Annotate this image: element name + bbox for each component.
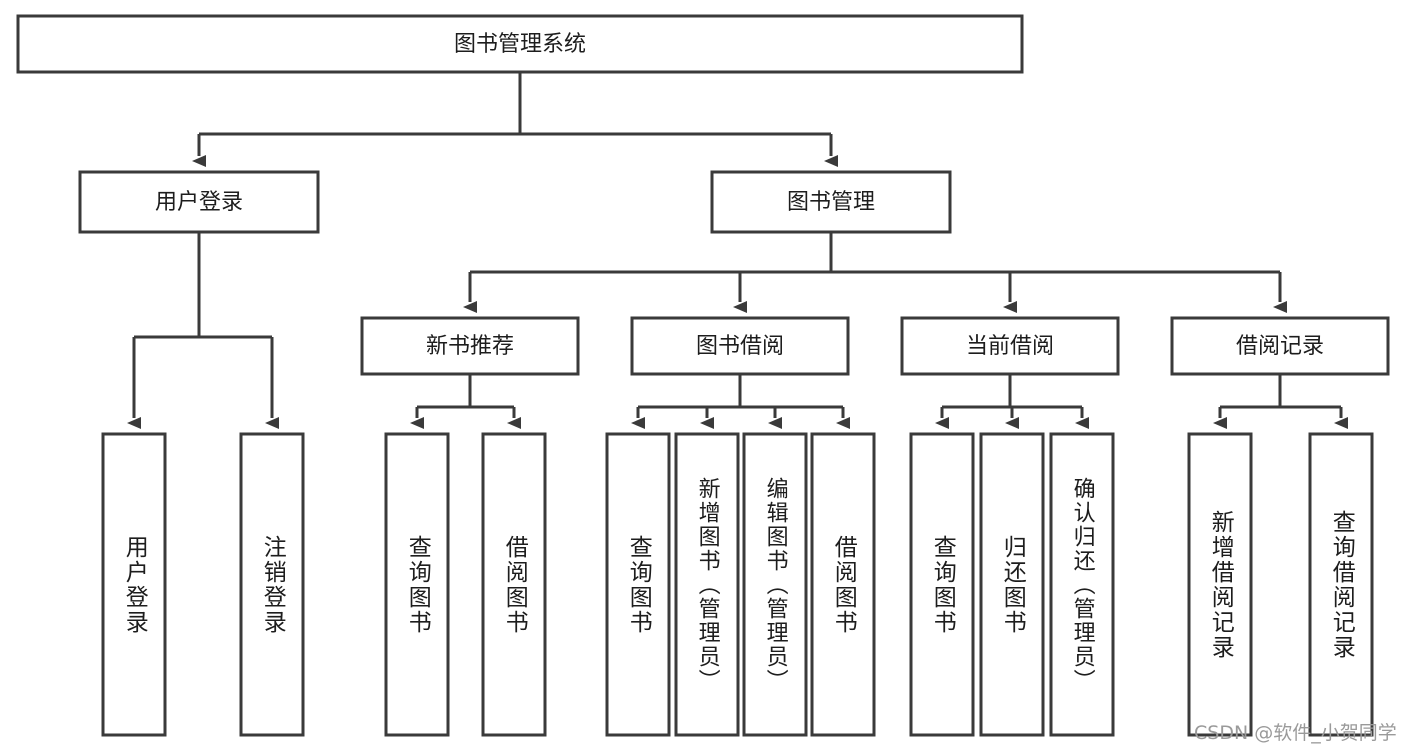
node-book-management[interactable]: 图书管理 [710, 170, 952, 234]
leaf-box-return-book[interactable] [979, 432, 1045, 737]
node-book-borrow-label: 图书借阅 [696, 334, 784, 359]
leaf-box-add-record[interactable] [1187, 432, 1253, 737]
node-new-book-recommend-label: 新书推荐 [426, 334, 514, 359]
node-current-borrow[interactable]: 当前借阅 [900, 316, 1120, 376]
leaf-box-user-login[interactable] [101, 432, 167, 737]
leaf-box-query-record[interactable] [1308, 432, 1374, 737]
node-user-login-box [78, 170, 320, 234]
node-user-login[interactable]: 用户登录 [78, 170, 320, 234]
leaf-box-logout[interactable] [239, 432, 305, 737]
csdn-watermark: CSDN @软件_小贺同学 [1194, 722, 1397, 744]
node-root[interactable]: 图书管理系统 [16, 14, 1024, 74]
node-current-borrow-label: 当前借阅 [966, 334, 1054, 359]
leaf-box-edit-book-admin[interactable] [742, 432, 808, 737]
node-book-borrow[interactable]: 图书借阅 [630, 316, 850, 376]
connector-layer [127, 72, 1348, 429]
leaf-box-add-book-admin[interactable] [674, 432, 740, 737]
node-new-book-recommend[interactable]: 新书推荐 [360, 316, 580, 376]
node-user-login-label: 用户登录 [155, 190, 243, 215]
node-root-label: 图书管理系统 [454, 32, 586, 57]
node-book-management-label: 图书管理 [787, 190, 875, 215]
node-current-borrow-box [900, 316, 1120, 376]
node-new-book-recommend-box [360, 316, 580, 376]
node-book-borrow-box [630, 316, 850, 376]
leaf-box-layer [101, 432, 1374, 737]
node-borrow-records-label: 借阅记录 [1236, 334, 1324, 359]
leaf-box-query-book-c[interactable] [909, 432, 975, 737]
node-book-management-box [710, 170, 952, 234]
leaf-box-confirm-return[interactable] [1049, 432, 1115, 737]
leaf-box-query-book-b[interactable] [605, 432, 671, 737]
leaf-box-borrow-book-b[interactable] [810, 432, 876, 737]
node-borrow-records-box [1170, 316, 1390, 376]
node-borrow-records[interactable]: 借阅记录 [1170, 316, 1390, 376]
node-root-box [16, 14, 1024, 74]
leaf-box-query-book-new[interactable] [384, 432, 450, 737]
leaf-box-borrow-book-new[interactable] [481, 432, 547, 737]
